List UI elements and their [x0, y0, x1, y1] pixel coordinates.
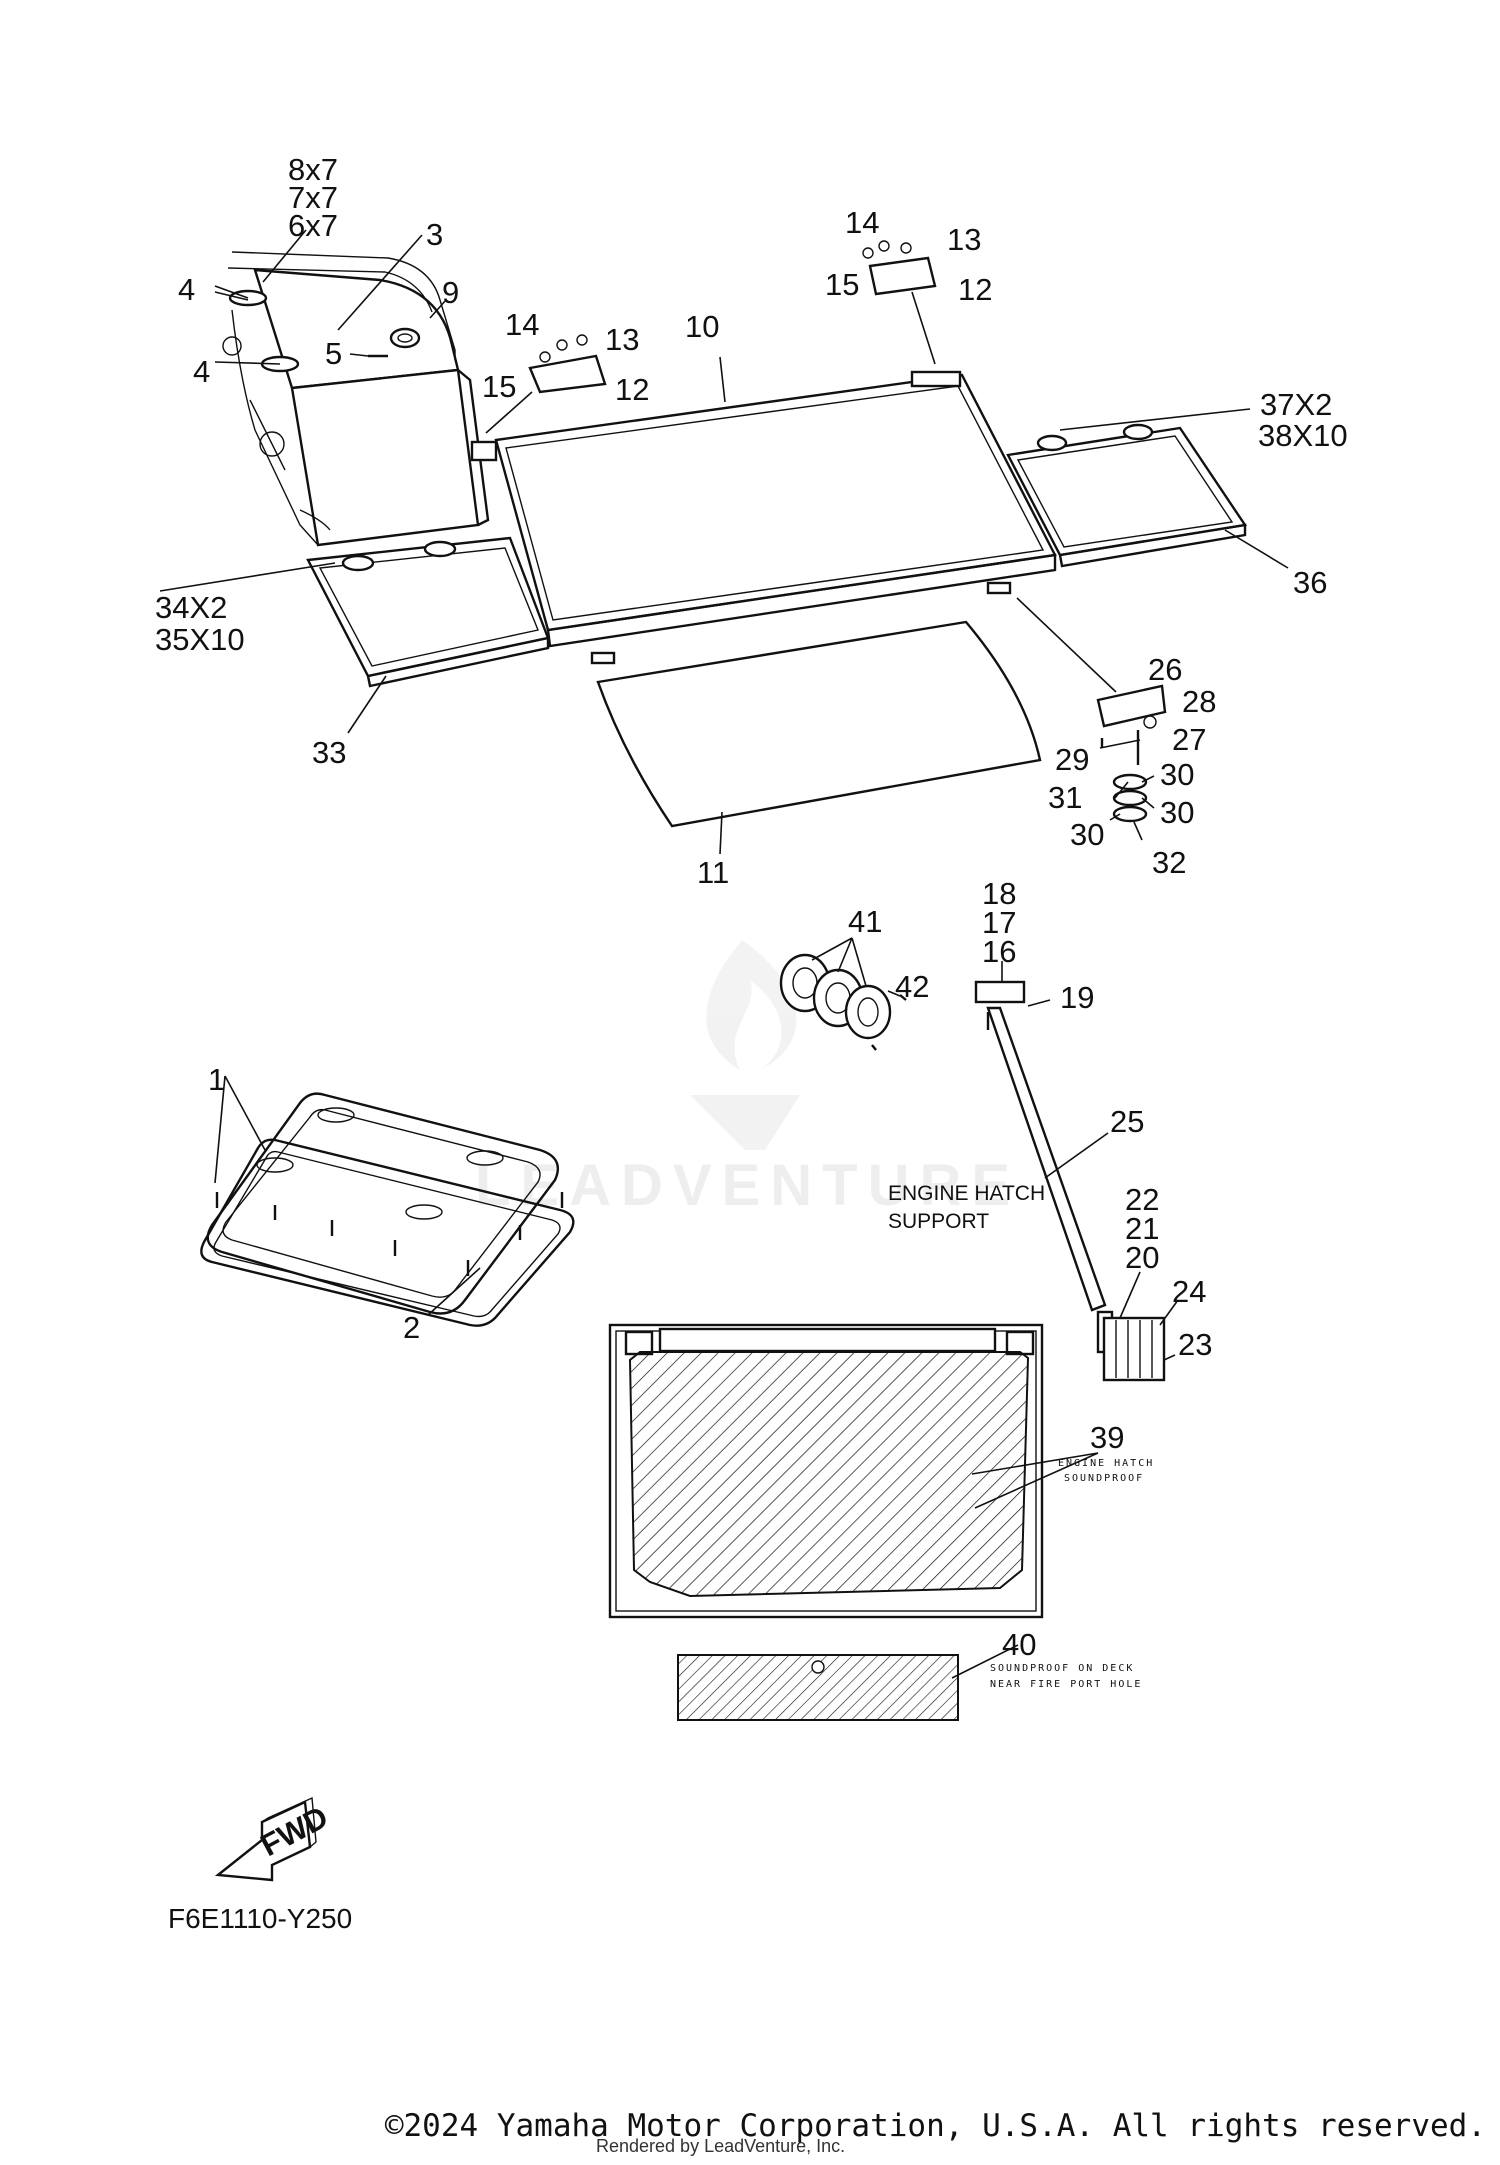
- soundproof-40: [677, 1654, 959, 1721]
- part-label: 37X2: [1260, 387, 1332, 422]
- part-label: 1: [208, 1062, 225, 1097]
- part-label: 8x7: [288, 152, 338, 187]
- part-label: 32: [1152, 845, 1186, 880]
- part-label: 28: [1182, 684, 1216, 719]
- engine-hatch-support: [974, 980, 1166, 1382]
- part-label: 38X10: [1258, 418, 1348, 453]
- part-label: 40: [1002, 1627, 1036, 1662]
- part-label: 4: [178, 272, 195, 307]
- part-label: 20: [1125, 1240, 1159, 1275]
- part-label: 41: [848, 904, 882, 939]
- part-label: 24: [1172, 1274, 1206, 1309]
- note-deck-2: NEAR FIRE PORT HOLE: [990, 1679, 1142, 1690]
- panel-36: [1006, 423, 1248, 568]
- part-label: 14: [505, 307, 539, 342]
- part-label: 39: [1090, 1420, 1124, 1455]
- part-label: 42: [895, 969, 929, 1004]
- part-label: 7x7: [288, 180, 338, 215]
- part-label: 23: [1178, 1327, 1212, 1362]
- rendered-by-credit: Rendered by LeadVenture, Inc.: [596, 2136, 846, 2156]
- pad-11: [596, 620, 1042, 828]
- copyright-notice: ©2024 Yamaha Motor Corporation, U.S.A. A…: [384, 2108, 1486, 2144]
- soundproof-39: [608, 1323, 1044, 1619]
- part-label: 13: [605, 322, 639, 357]
- part-label: 10: [685, 309, 719, 344]
- hinge-12-left: [485, 334, 607, 434]
- part-labels: 8x7 7x7 6x7 3 9 4 4 5 14 13 15 12 14 13 …: [155, 152, 1348, 1662]
- part-label: 2: [403, 1310, 420, 1345]
- notes: ENGINE HATCH SUPPORT ENGINE HATCH SOUNDP…: [888, 1182, 1154, 1690]
- part-label: 21: [1125, 1211, 1159, 1246]
- part-label: 5: [325, 336, 342, 371]
- watermark-logo: [690, 940, 800, 1150]
- part-label: 16: [982, 934, 1016, 969]
- part-label: 17: [982, 905, 1016, 940]
- note-engine-hatch-support-1: ENGINE HATCH: [888, 1182, 1045, 1205]
- latch-assembly: [1016, 597, 1167, 823]
- part-label: 27: [1172, 722, 1206, 757]
- fire-port-41: [779, 953, 907, 1051]
- part-label: 6x7: [288, 208, 338, 243]
- main-hatch-10: [470, 370, 1057, 665]
- part-label: 12: [615, 372, 649, 407]
- part-label: 4: [193, 354, 210, 389]
- part-label: 30: [1160, 795, 1194, 830]
- part-label: 3: [426, 217, 443, 252]
- part-label: 33: [312, 735, 346, 770]
- part-label: 26: [1148, 652, 1182, 687]
- part-label: 19: [1060, 980, 1094, 1015]
- part-label: 35X10: [155, 622, 245, 657]
- part-label: 9: [442, 275, 459, 310]
- part-label: 13: [947, 222, 981, 257]
- part-label: 18: [982, 876, 1016, 911]
- part-label: 11: [697, 855, 729, 890]
- storage-box-assembly: [222, 251, 490, 547]
- part-label: 30: [1160, 757, 1194, 792]
- part-label: 31: [1048, 780, 1082, 815]
- part-label: 15: [825, 267, 859, 302]
- fwd-arrow-icon: FWD: [214, 1796, 334, 1882]
- figure-code: F6E1110-Y250: [168, 1903, 352, 1934]
- note-deck-1: SOUNDPROOF ON DECK: [990, 1663, 1134, 1674]
- note-soundproof-2: SOUNDPROOF: [1064, 1473, 1144, 1484]
- panel-33: [306, 536, 550, 688]
- hinge-12-right: [862, 240, 937, 365]
- part-label: 29: [1055, 742, 1089, 777]
- part-label: 14: [845, 205, 879, 240]
- leader-lines: [159, 229, 1289, 1679]
- note-soundproof-1: ENGINE HATCH: [1058, 1458, 1154, 1469]
- part-label: 12: [958, 272, 992, 307]
- note-engine-hatch-support-2: SUPPORT: [888, 1210, 989, 1233]
- part-label: 25: [1110, 1104, 1144, 1139]
- part-label: 15: [482, 369, 516, 404]
- gasket-assembly: [200, 1092, 575, 1327]
- part-label: 22: [1125, 1182, 1159, 1217]
- part-label: 36: [1293, 565, 1327, 600]
- part-label: 34X2: [155, 590, 227, 625]
- part-label: 30: [1070, 817, 1104, 852]
- watermark-text: LEADVENTURE: [475, 1153, 1021, 1218]
